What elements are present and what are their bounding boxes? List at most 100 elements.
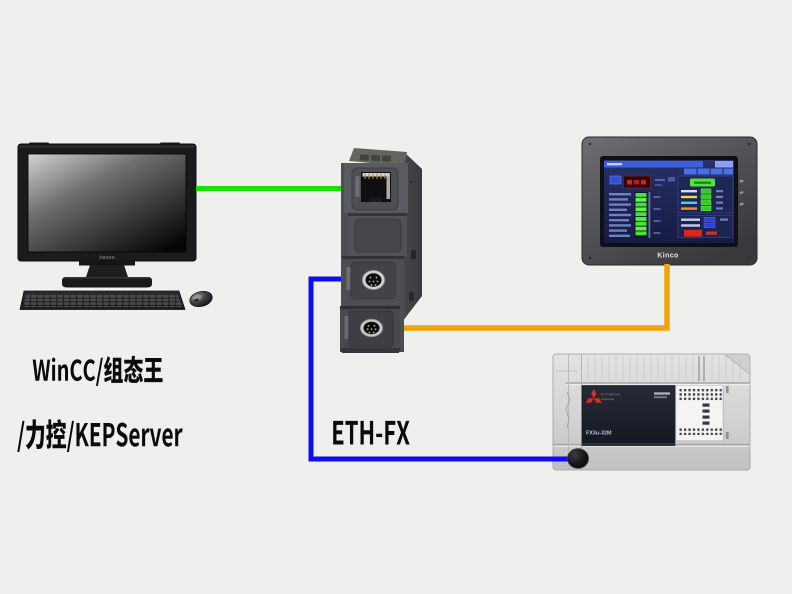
module-blank-recess bbox=[354, 218, 402, 253]
mouse-body bbox=[189, 290, 213, 308]
hmi-red-text bbox=[706, 231, 717, 235]
module-block-blank bbox=[348, 213, 407, 256]
keyboard-keys bbox=[22, 294, 183, 307]
hmi-text-mark bbox=[655, 179, 665, 181]
module-port-label-mark bbox=[355, 176, 360, 197]
cables bbox=[196, 186, 670, 462]
hmi-screw bbox=[588, 256, 592, 260]
hmi-screen bbox=[604, 160, 734, 243]
cable-module-to-plc bbox=[308, 276, 572, 462]
module-block-shadow bbox=[348, 213, 407, 216]
hmi-value-rows bbox=[681, 188, 723, 211]
hmi-red-button bbox=[684, 229, 702, 237]
hmi-brand-label: Kinco bbox=[657, 253, 678, 260]
module-side-marks bbox=[409, 181, 416, 301]
hmi-green-button-text bbox=[694, 181, 711, 184]
plc-corner-line bbox=[724, 354, 750, 375]
hmi-panel: Kinco bbox=[581, 136, 758, 266]
monitor-screen bbox=[27, 153, 187, 253]
plc-terminal-ticks-dark bbox=[698, 356, 705, 381]
module-side-face bbox=[396, 152, 422, 352]
plc-clip bbox=[726, 386, 729, 393]
plc-round-connector bbox=[567, 448, 589, 469]
hmi-screw bbox=[747, 142, 751, 146]
hmi-side-buttons bbox=[739, 179, 744, 206]
hmi-menu-bar bbox=[684, 168, 733, 175]
hmi-mid-marks bbox=[653, 196, 661, 234]
hmi-right-panel-top bbox=[677, 175, 734, 214]
hmi-bargraph-segments bbox=[635, 193, 647, 236]
hmi-digit bbox=[641, 180, 646, 185]
pc-monitor-stand bbox=[62, 261, 152, 288]
mouse-scroll-wheel bbox=[194, 298, 199, 302]
plc-led-dots-top bbox=[679, 388, 722, 401]
hmi-row-label bbox=[681, 224, 700, 227]
plc-device: MITSUBISHI FX3u-32M bbox=[552, 353, 751, 471]
hmi-menu-divider bbox=[722, 168, 724, 175]
module-port-label-mark bbox=[346, 267, 351, 290]
rj45-top-glint bbox=[362, 173, 390, 177]
pc-workstation: hasee bbox=[17, 142, 213, 310]
hmi-row-labels bbox=[609, 193, 631, 237]
monitor-brand-label: hasee bbox=[99, 255, 115, 261]
rj45-side-glint bbox=[386, 173, 390, 199]
hmi-title-button bbox=[715, 161, 733, 168]
plc-model-label: FX3u-32M bbox=[586, 431, 612, 437]
din-socket bbox=[363, 321, 380, 335]
hmi-screw bbox=[588, 142, 592, 146]
eth-fx-module bbox=[340, 148, 422, 353]
label-software-line1 bbox=[32, 355, 163, 386]
din-pins bbox=[366, 324, 377, 334]
plc-led-panel bbox=[675, 385, 724, 441]
hmi-small-box bbox=[668, 177, 675, 182]
plc-face-panel: MITSUBISHI FX3u-32M bbox=[581, 385, 676, 446]
label-software-line2 bbox=[17, 419, 183, 453]
hmi-title-text bbox=[607, 163, 622, 166]
plc-spec-text bbox=[654, 396, 667, 399]
din-pins bbox=[368, 276, 379, 286]
module-block-serial-2 bbox=[340, 306, 400, 352]
hmi-bargraph-scale bbox=[648, 192, 651, 238]
plc-clip bbox=[726, 432, 729, 439]
module-block-shadow bbox=[342, 256, 404, 259]
stand-bracket bbox=[79, 261, 135, 266]
pc-keyboard bbox=[19, 290, 186, 310]
hmi-text-mark bbox=[720, 218, 728, 221]
hmi-chip bbox=[609, 175, 622, 185]
stand-neck bbox=[86, 265, 128, 277]
hmi-digit bbox=[627, 180, 632, 185]
hmi-blue-value bbox=[703, 217, 716, 223]
plc-panel-rim bbox=[582, 443, 675, 445]
hmi-menu-divider bbox=[709, 168, 711, 175]
pc-mouse bbox=[189, 290, 213, 308]
hmi-bargraph bbox=[634, 192, 651, 238]
hmi-screw bbox=[747, 256, 751, 260]
plc-port-label bbox=[554, 461, 566, 467]
plc-led-dots-bottom bbox=[679, 427, 722, 435]
plc-brand-label: MITSUBISHI bbox=[601, 393, 621, 397]
hmi-digit bbox=[634, 180, 639, 185]
monitor-bezel-highlight bbox=[19, 145, 195, 148]
module-block-serial-1 bbox=[342, 256, 404, 306]
mouse-highlight bbox=[192, 294, 202, 301]
plc-crack-mark bbox=[565, 391, 571, 429]
pc-monitor: hasee bbox=[17, 142, 197, 262]
plc-led-legend-blocks bbox=[702, 403, 710, 425]
hmi-text-mark bbox=[655, 184, 662, 186]
module-port-label-mark bbox=[344, 316, 349, 339]
module-bottom-edge bbox=[340, 348, 400, 353]
hmi-menu-divider bbox=[696, 168, 698, 175]
module-top-emboss bbox=[359, 154, 392, 162]
label-module-model bbox=[333, 420, 410, 445]
plc-terminal-ticks bbox=[587, 356, 741, 381]
hmi-blue-value bbox=[703, 222, 716, 228]
stand-base-highlight bbox=[64, 277, 150, 279]
stand-base bbox=[62, 277, 152, 288]
plc-panel-bg bbox=[581, 385, 676, 446]
plc-brand-subtext bbox=[601, 398, 614, 401]
hmi-right-panel-bottom bbox=[677, 215, 734, 238]
module-block-ethernet bbox=[344, 163, 408, 213]
rj45-latch bbox=[369, 197, 382, 202]
